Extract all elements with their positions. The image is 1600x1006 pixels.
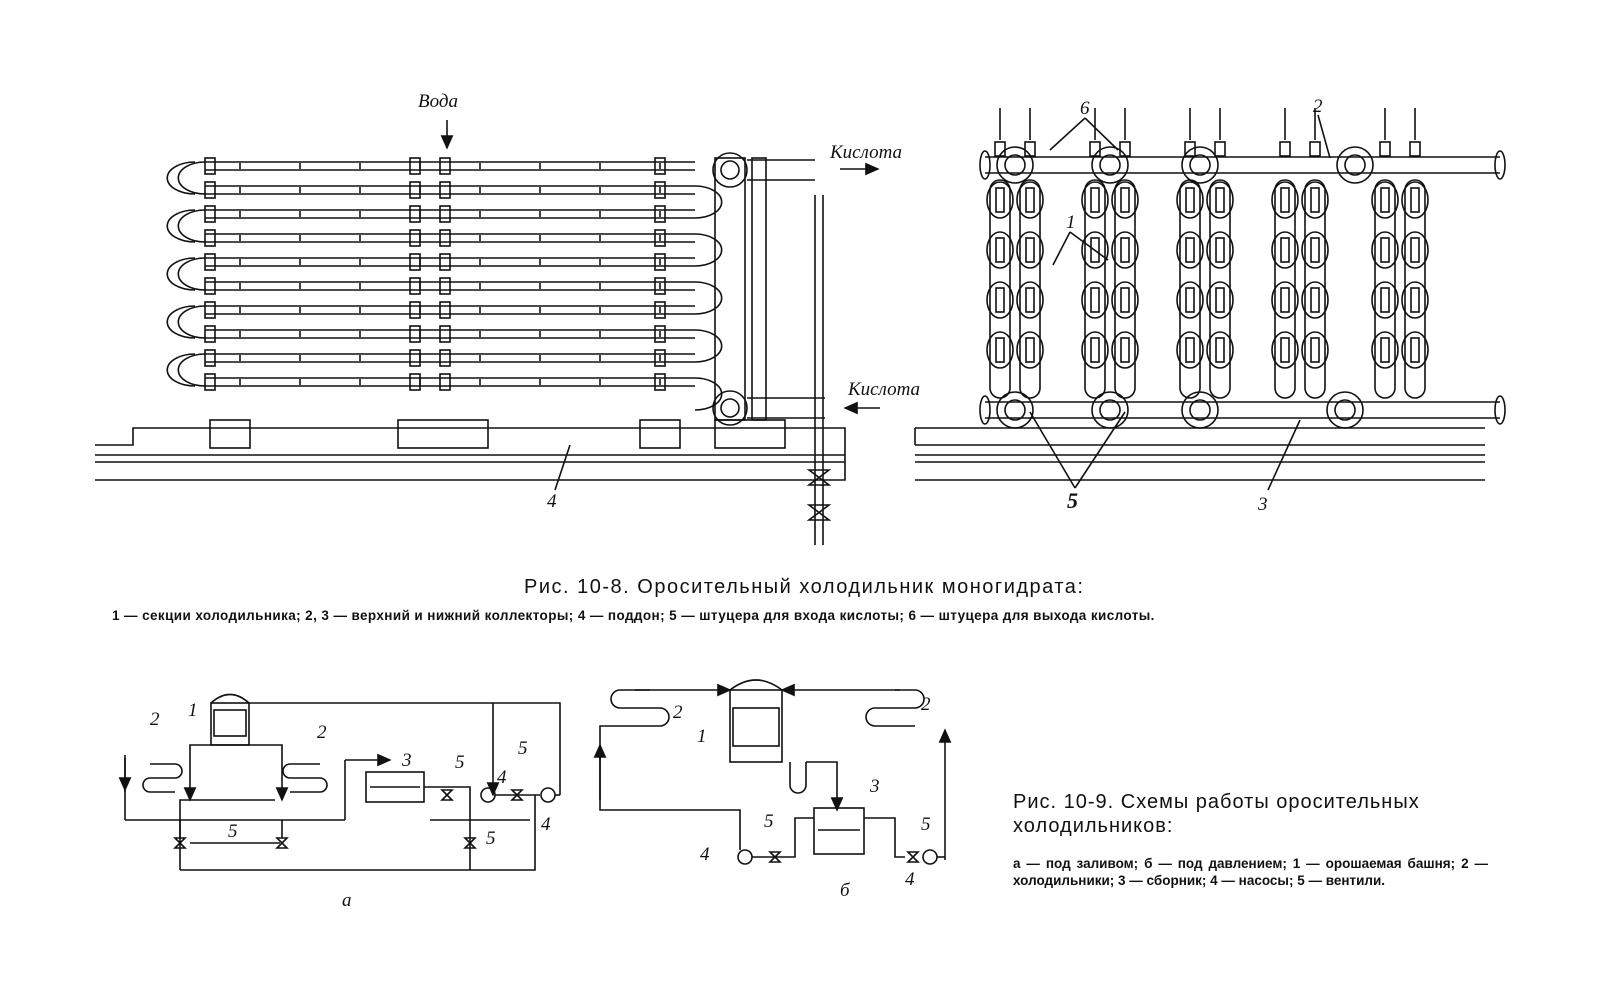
scheme-a [118,693,561,871]
a-callout-1: 1 [188,700,198,721]
scheme-a-callouts: 1 2 2 3 5 5 4 5 4 5 а [150,700,551,911]
cooler-pipe-rows [166,157,723,411]
a-callout-3: 3 [401,750,412,771]
a-callout-4-b: 4 [541,814,551,835]
scheme-b [593,679,952,865]
b-callout-1: 1 [697,726,707,747]
callout-2: 2 [1313,96,1323,117]
figure-10-9-caption-title: Рис. 10-9. Схемы работы оросительных хол… [1013,791,1420,837]
figure-10-8-caption-title: Рис. 10-8. Оросительный холодильник моно… [524,576,1085,598]
a-callout-2-right: 2 [317,722,327,743]
b-callout-2-left: 2 [673,702,683,723]
water-label: Вода [418,91,458,112]
figure-10-8-caption-legend: 1 — секции холодильника; 2, 3 — верхний … [112,608,1155,623]
b-callout-4-left: 4 [700,844,710,865]
b-callout-3: 3 [869,776,880,797]
scheme-a-label: а [342,890,352,911]
callout-5: 5 [1067,488,1078,513]
b-callout-4-right: 4 [905,869,915,890]
a-callout-5-a: 5 [455,752,465,773]
a-callout-5-c: 5 [486,828,496,849]
callout-3: 3 [1257,494,1268,515]
scheme-b-callouts: 2 1 2 3 5 4 5 4 б [673,694,931,901]
a-callout-5-valves: 5 [228,821,238,842]
a-callout-5-b: 5 [518,738,528,759]
acid-outlet-label: Кислота [829,142,902,163]
callout-4-tray: 4 [547,491,557,512]
fig1-side-view [95,120,880,545]
cooler-sections [979,108,1506,429]
a-callout-2-left: 2 [150,709,160,730]
b-callout-5-left: 5 [764,811,774,832]
callout-6: 6 [1080,98,1090,119]
scheme-b-label: б [840,880,851,901]
acid-inlet-label: Кислота [847,379,920,400]
callout-1: 1 [1066,212,1076,233]
b-callout-5-right: 5 [921,814,931,835]
fig1-front-view [914,108,1506,491]
figure-10-9-caption-legend: а — под заливом; б — под давлением; 1 — … [1013,856,1488,888]
b-callout-2-right: 2 [921,694,931,715]
a-callout-4-a: 4 [497,767,507,788]
